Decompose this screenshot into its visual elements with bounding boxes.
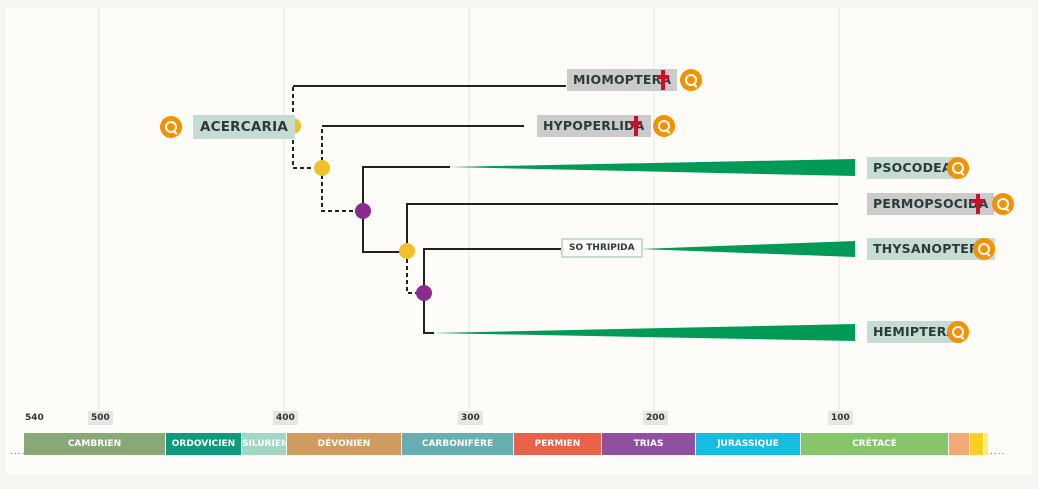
axis-tick-400: 400 xyxy=(273,411,298,425)
subgroup-label-thripida: SO THRIPIDA xyxy=(561,238,643,258)
taxon-label-permopsocida[interactable]: PERMOPSOCIDA xyxy=(867,193,995,215)
taxon-label-psocodea[interactable]: PSOCODEA xyxy=(867,157,958,179)
taxon-label-miomoptera[interactable]: MIOMOPTERA xyxy=(567,69,678,91)
period-ordovicien[interactable]: ORDOVICIEN xyxy=(166,433,241,455)
extinct-cross-icon xyxy=(657,70,669,90)
period-devonien[interactable]: DÉVONIEN xyxy=(287,433,401,455)
period-cretace[interactable]: CRÉTACÉ xyxy=(801,433,948,455)
axis-tick-100: 100 xyxy=(828,411,853,425)
extinct-cross-icon xyxy=(972,194,984,214)
branch-permopsocida xyxy=(406,203,838,252)
zoom-icon[interactable] xyxy=(680,69,702,91)
lineage-wedge-psocodea xyxy=(448,159,855,176)
period-permien[interactable]: PERMIEN xyxy=(514,433,601,455)
period-trias[interactable]: TRIAS xyxy=(602,433,695,455)
period-jurassique[interactable]: JURASSIQUE xyxy=(696,433,800,455)
zoom-icon[interactable] xyxy=(947,157,969,179)
axis-tick-200: 200 xyxy=(643,411,668,425)
period-quaternaire[interactable] xyxy=(984,433,988,455)
axis-end-marker-left: .... xyxy=(10,447,26,457)
zoom-icon[interactable] xyxy=(947,321,969,343)
root-label[interactable]: ACERCARIA xyxy=(193,115,295,139)
node-condylognatha xyxy=(416,285,432,301)
branch-psocodea-base xyxy=(362,211,407,253)
node-hypoperlida xyxy=(314,160,330,176)
branch-thysanoptera xyxy=(423,248,562,293)
zoom-icon[interactable] xyxy=(973,238,995,260)
period-cambrien[interactable]: CAMBRIEN xyxy=(24,433,165,455)
period-paleogene[interactable] xyxy=(949,433,969,455)
zoom-icon[interactable] xyxy=(992,193,1014,215)
branch-hemiptera xyxy=(423,293,434,334)
dashed-root-lower xyxy=(292,126,322,169)
zoom-icon[interactable] xyxy=(160,116,182,138)
axis-tick-500: 500 xyxy=(88,411,113,425)
extinct-cross-icon xyxy=(630,116,642,136)
lineage-wedge-hemiptera xyxy=(432,324,855,341)
period-silurien[interactable]: SILURIEN xyxy=(242,433,286,455)
axis-tick-540: 540 xyxy=(25,413,44,423)
axis-tick-300: 300 xyxy=(458,411,483,425)
lineage-wedge-thysanoptera xyxy=(640,241,855,257)
zoom-icon[interactable] xyxy=(653,115,675,137)
taxon-label-thysanoptera[interactable]: THYSANOPTERA xyxy=(867,238,995,260)
dashed-hypoperlida-down xyxy=(321,168,363,212)
node-paraneoptera xyxy=(355,203,371,219)
period-neogene[interactable] xyxy=(970,433,983,455)
period-carbonifere[interactable]: CARBONIFÈRE xyxy=(402,433,513,455)
axis-end-marker-right: .... xyxy=(990,447,1006,457)
taxon-label-hypoperlida[interactable]: HYPOPERLIDA xyxy=(537,115,651,137)
node-permopsocida xyxy=(399,243,415,259)
taxon-label-hemiptera[interactable]: HEMIPTERA xyxy=(867,321,963,343)
branch-psocodea-stem xyxy=(362,166,450,211)
